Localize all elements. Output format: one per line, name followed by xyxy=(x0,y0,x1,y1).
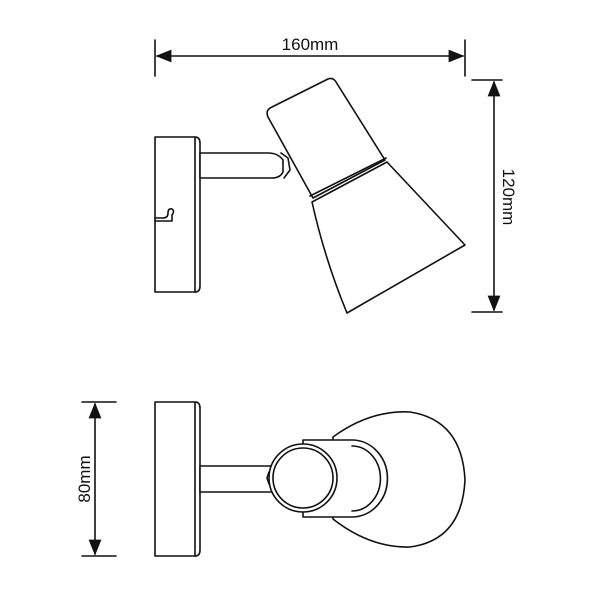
width-label: 160mm xyxy=(282,35,339,54)
height-dimension: 120mm xyxy=(471,79,518,313)
shade xyxy=(311,161,466,314)
shade-neck xyxy=(266,77,386,199)
width-dimension: 160mm xyxy=(154,35,466,77)
depth-label: 80mm xyxy=(75,455,94,502)
top-view xyxy=(154,401,466,557)
depth-dimension: 80mm xyxy=(75,401,117,557)
side-view xyxy=(154,77,466,314)
height-label: 120mm xyxy=(499,169,518,226)
